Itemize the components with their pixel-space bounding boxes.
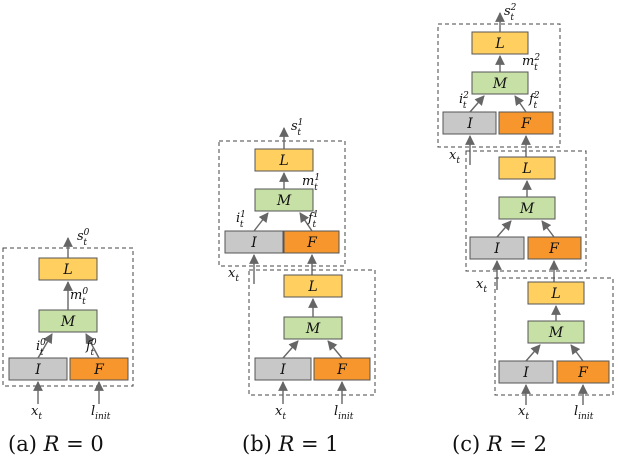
label-xt-b-top: xt — [228, 266, 239, 284]
node-F-c-middle — [527, 236, 582, 260]
node-L-c-top-label: L — [494, 36, 504, 52]
node-F-b-bottom-label: F — [336, 362, 348, 378]
node-M-c-middle-label: M — [519, 201, 535, 217]
arrow-I-to-M-c-bottom — [525, 344, 541, 362]
arrow-F-to-M-c-middle — [541, 220, 555, 238]
node-I-c-middle-label: I — [493, 241, 500, 257]
node-I-c-top-label: I — [466, 116, 473, 132]
dashed-frame-c-bottom — [494, 277, 614, 396]
node-L-c-middle — [498, 156, 556, 180]
node-L-b-bottom-label: L — [307, 279, 317, 295]
arrow-I-to-M-c-top — [469, 95, 485, 113]
node-L-c-bottom-label: L — [550, 286, 560, 302]
dashed-frame-c-middle — [465, 150, 587, 272]
caption-c: (c) R = 2 — [452, 432, 547, 456]
node-L-c-bottom — [527, 281, 585, 305]
label-xt-c-middle: xt — [476, 277, 487, 295]
label-xt-c: xt — [518, 404, 529, 422]
arrow-I-to-M-c-middle — [496, 220, 512, 238]
node-F-b-top-label: F — [306, 235, 318, 251]
label-linit-b: linit — [334, 404, 354, 422]
node-F-c-bottom-label: F — [577, 365, 589, 381]
label-xt-c-top: xt — [449, 148, 460, 166]
dashed-frame-b-bottom — [248, 269, 376, 396]
label-xt-a: xt — [31, 404, 42, 422]
arrow-F-to-M-c-top — [514, 95, 527, 113]
node-M-b-bottom-label: M — [305, 321, 321, 337]
node-L-a-label: L — [62, 262, 72, 278]
node-F-c-top-label: F — [520, 116, 532, 132]
arrow-F-to-M-b-top — [299, 212, 313, 232]
arrow-F-to-M-b-bottom — [327, 340, 343, 359]
node-L-b-bottom — [283, 274, 343, 298]
node-M-a-label: M — [60, 314, 76, 330]
node-F-a-label: F — [93, 362, 105, 378]
node-I-c-bottom-label: I — [522, 365, 529, 381]
dashed-frame-b-top — [218, 140, 346, 267]
arrow-I-to-M-b-top — [253, 212, 269, 232]
label-xt-b: xt — [275, 404, 286, 422]
node-M-c-bottom-label: M — [548, 325, 564, 341]
caption-b: (b) R = 1 — [242, 432, 339, 456]
node-I-b-top-label: I — [250, 235, 257, 251]
node-I-b-bottom-label: I — [279, 362, 286, 378]
node-M-c-top-label: M — [492, 76, 508, 92]
arrow-I-to-M-b-bottom — [282, 340, 299, 359]
node-M-b-top-label: M — [276, 193, 292, 209]
node-L-b-top-label: L — [278, 153, 288, 169]
label-linit-a: linit — [91, 404, 111, 422]
node-I-c-top — [442, 111, 497, 135]
arrow-I-to-M-a — [37, 333, 53, 359]
arrow-F-to-M-a — [85, 333, 100, 359]
node-L-c-middle-label: L — [521, 161, 531, 177]
label-linit-c: linit — [574, 404, 594, 422]
arrow-F-to-M-c-bottom — [570, 344, 584, 362]
node-F-c-middle-label: F — [548, 241, 560, 257]
node-I-a-label: I — [34, 362, 41, 378]
caption-a: (a) R = 0 — [8, 432, 104, 456]
dashed-frame-c-top — [437, 23, 561, 148]
